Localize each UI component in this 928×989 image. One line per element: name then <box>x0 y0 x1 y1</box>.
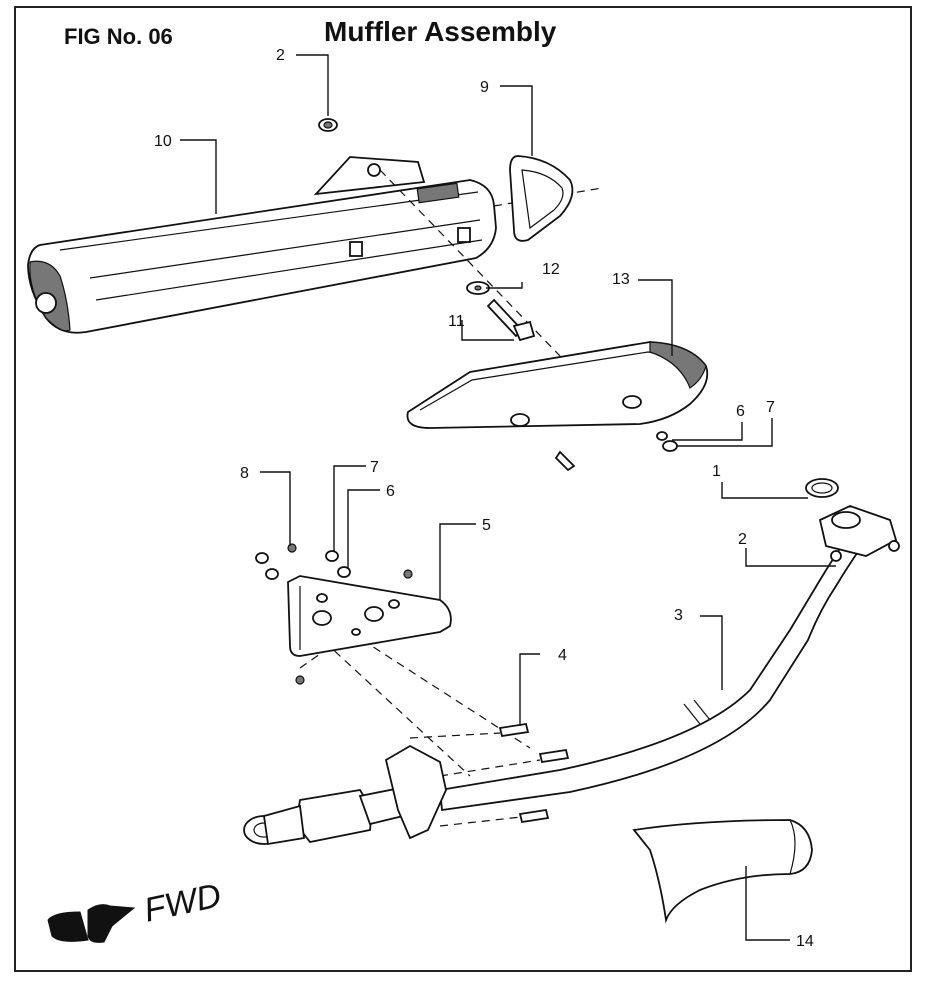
part-2-nut-top <box>318 118 338 132</box>
callout-6-right: 6 <box>736 403 745 420</box>
callout-7-right: 7 <box>766 399 775 416</box>
catalytic-converter-section <box>243 744 447 846</box>
callout-5: 5 <box>482 517 491 534</box>
callout-13: 13 <box>612 271 630 288</box>
part-3-exhaust-pipe <box>439 505 900 812</box>
figure-number: FIG No. 06 <box>64 24 173 49</box>
callout-11: 11 <box>448 313 465 330</box>
part-14-end-cap-cover <box>632 819 813 924</box>
callout-7-left: 7 <box>370 459 379 476</box>
callout-8: 8 <box>240 465 249 482</box>
shield-mounting-screws <box>554 431 678 472</box>
callout-2-top: 2 <box>276 47 285 64</box>
part-11-bolt <box>486 298 536 342</box>
part-10-muffler-body <box>27 156 497 334</box>
callout-4: 4 <box>558 647 567 664</box>
diagram-title: Muffler Assembly <box>324 16 557 47</box>
part-4-bolt <box>498 722 570 824</box>
part-9-end-gasket <box>509 155 574 242</box>
callout-labels: 2 10 9 12 11 13 6 7 1 2 3 4 5 8 7 6 14 <box>154 47 814 950</box>
callout-10: 10 <box>154 133 172 150</box>
diagram-frame <box>14 6 912 972</box>
callout-3: 3 <box>674 607 683 624</box>
callout-9: 9 <box>480 79 489 96</box>
part-1-gasket-ring <box>805 478 839 498</box>
part-5-bracket <box>287 575 452 657</box>
callout-2-right: 2 <box>738 531 747 548</box>
part-12-washer <box>466 281 490 295</box>
bracket-hardware <box>255 543 413 685</box>
callout-leaders <box>180 54 836 941</box>
callout-1: 1 <box>712 463 721 480</box>
callout-12: 12 <box>542 261 560 278</box>
forward-direction-arrow <box>47 904 136 943</box>
part-13-heat-shield <box>406 341 709 429</box>
callout-6-left: 6 <box>386 483 395 500</box>
callout-14: 14 <box>796 933 814 950</box>
